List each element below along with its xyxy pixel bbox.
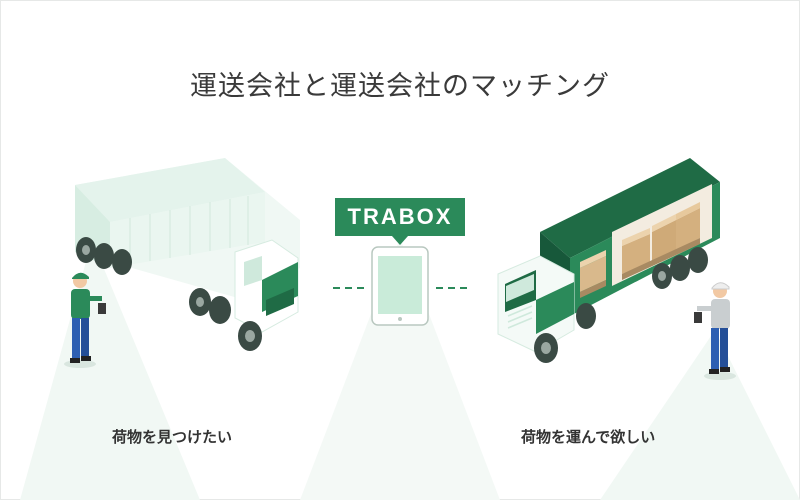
left-truck — [75, 158, 300, 351]
light-beam-center — [300, 238, 500, 500]
light-beam-right — [600, 330, 800, 500]
right-truck — [497, 158, 720, 363]
trabox-logo-badge: TRABOX — [335, 198, 465, 245]
caption-right: 荷物を運んで欲しい — [521, 428, 656, 446]
light-beam-left — [20, 240, 200, 500]
tablet-icon — [371, 246, 429, 326]
caption-left: 荷物を見つけたい — [112, 428, 233, 446]
left-worker — [64, 272, 106, 368]
headline: 運送会社と運送会社のマッチング — [190, 71, 610, 102]
cargo-boxes — [580, 202, 700, 298]
right-worker — [694, 282, 736, 380]
